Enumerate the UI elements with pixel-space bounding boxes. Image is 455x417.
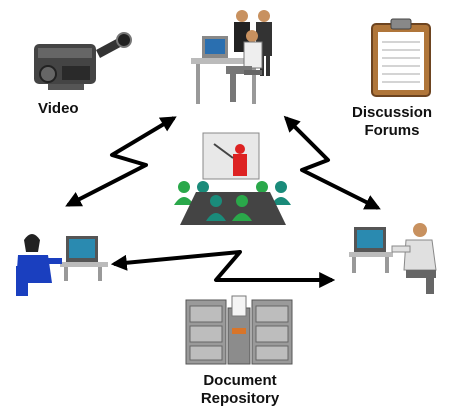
arrow-left-top: [65, 116, 177, 207]
presentation-icon: [174, 132, 291, 225]
video-label: Video: [38, 100, 79, 117]
clipboard-icon: [371, 18, 431, 97]
arrow-left-right: [110, 250, 336, 288]
right-workstation-icon: [349, 223, 437, 294]
discussion-label-line2: Forums: [364, 122, 420, 139]
discussion-label-line1: Discussion: [352, 104, 433, 121]
video-camera-icon: [34, 32, 132, 90]
team-workstation-icon: [191, 10, 272, 104]
document-repository-label: Document Repository: [185, 372, 295, 408]
filing-cabinet-icon: [185, 295, 293, 365]
document-label-line1: Document: [203, 372, 277, 389]
arrow-top-right: [283, 115, 381, 210]
document-label-line2: Repository: [200, 390, 280, 407]
left-workstation-icon: [16, 234, 108, 296]
discussion-forums-label: Discussion Forums: [352, 104, 432, 140]
